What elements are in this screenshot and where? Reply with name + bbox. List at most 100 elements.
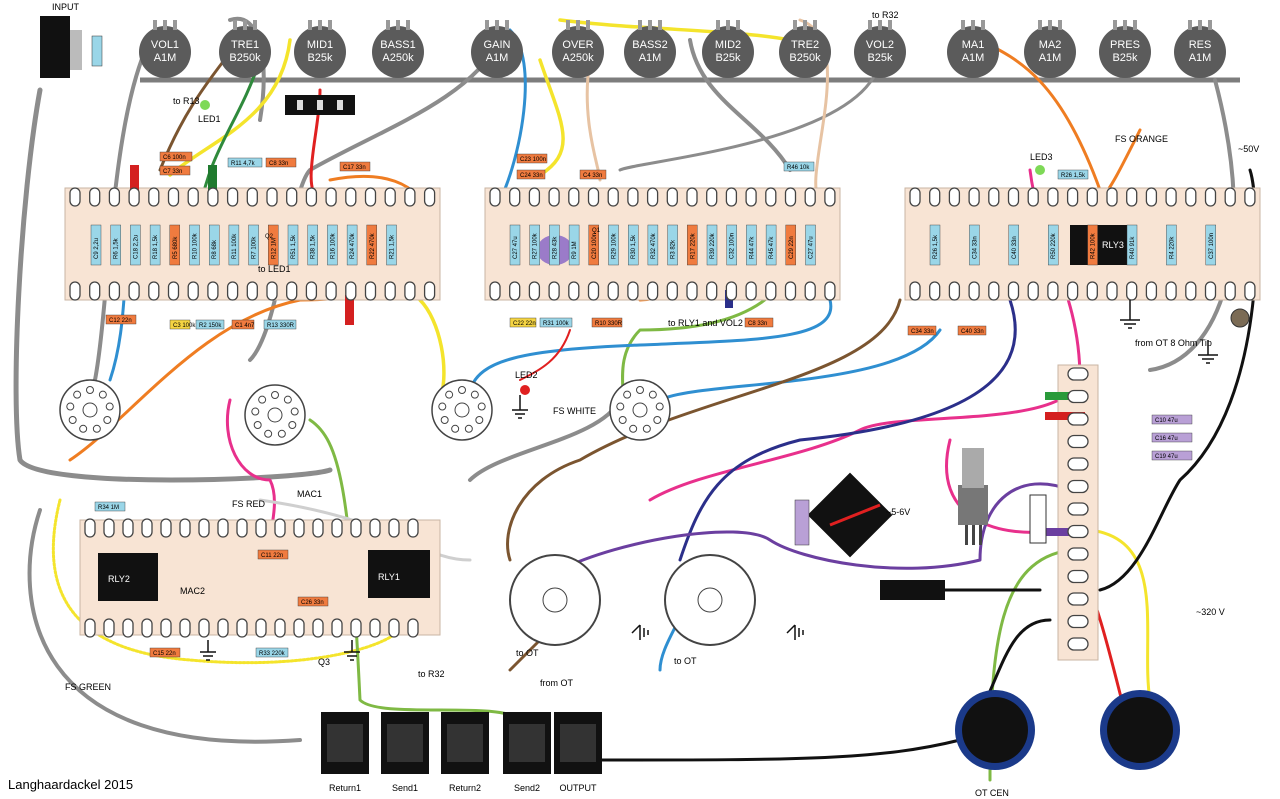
svg-text:R4 220k: R4 220k: [1169, 236, 1175, 259]
turret: [305, 187, 318, 207]
c34-cap: C34 33n: [907, 325, 937, 336]
turret: [607, 187, 619, 207]
turret: [384, 281, 396, 301]
credit: Langhaardackel 2015: [8, 777, 134, 792]
label-q1: Q1: [592, 228, 601, 234]
turret: [784, 281, 797, 301]
turret: [128, 281, 140, 301]
turret: [1067, 524, 1089, 539]
svg-text:C32 100n: C32 100n: [730, 233, 736, 259]
c1-cap: C1 4n7: [231, 319, 255, 330]
turret: [745, 281, 757, 301]
turret: [1066, 187, 1079, 207]
turret: [725, 281, 738, 301]
led1: [200, 100, 210, 110]
turret: [706, 187, 718, 207]
turret: [187, 281, 199, 301]
turret: [217, 618, 229, 638]
turret: [1185, 187, 1197, 207]
svg-text:R42 100k: R42 100k: [1091, 232, 1097, 259]
turrets: [69, 187, 1256, 651]
turret: [646, 281, 659, 301]
tube-sockets: [59, 379, 671, 446]
label-fs-red: FS RED: [232, 499, 266, 509]
bridge-rectifier: [807, 472, 893, 558]
turret: [388, 618, 400, 638]
pot-name: MA2: [1039, 39, 1062, 51]
pot-value: A250k: [382, 52, 414, 64]
label-to-ot-2: to OT: [674, 656, 697, 666]
component: R50 220k: [1047, 224, 1059, 266]
svg-text:C7 33n: C7 33n: [163, 169, 182, 175]
pot-name: BASS2: [632, 39, 667, 51]
component: C34 33n: [969, 224, 980, 266]
svg-text:R31 100k: R31 100k: [543, 321, 570, 327]
component: R51 1,5k: [287, 224, 299, 266]
svg-text:R21 1,5k: R21 1,5k: [390, 234, 396, 259]
turret: [207, 281, 219, 301]
turret: [187, 187, 199, 207]
component: C27 47u: [509, 224, 521, 266]
jack-send2: Send2: [503, 712, 551, 793]
svg-text:R17 220k: R17 220k: [690, 232, 696, 259]
pot-value: B250k: [229, 52, 261, 64]
turret: [528, 281, 541, 301]
pot-body: [779, 26, 831, 78]
turret: [246, 281, 258, 301]
pot-body: [552, 26, 604, 78]
c10-cap: C10 47u: [1151, 414, 1193, 425]
c23-cap: C23 100n: [516, 153, 548, 164]
svg-text:C37 100n: C37 100n: [1209, 233, 1215, 259]
turret: [89, 281, 101, 301]
svg-text:C4 33n: C4 33n: [583, 173, 602, 179]
turret: [108, 187, 121, 207]
turret: [325, 281, 337, 301]
jack-send1: Send1: [381, 712, 429, 793]
pot-value: A1M: [1039, 52, 1062, 64]
turret: [1067, 457, 1089, 471]
label-from-ot: from OT: [540, 678, 574, 688]
label-q3: Q3: [318, 657, 330, 667]
turret: [1126, 281, 1138, 301]
turret: [725, 187, 738, 207]
component: R26 1,5k: [929, 224, 941, 266]
turret: [1106, 281, 1118, 301]
pot-value: B250k: [789, 52, 821, 64]
component: R11 100k: [228, 224, 240, 266]
preamp-tube-socket-3: [431, 379, 493, 441]
svg-text:C10 47u: C10 47u: [1155, 418, 1178, 424]
turret: [236, 518, 248, 538]
svg-text:R46 10k: R46 10k: [787, 165, 810, 171]
turret: [1067, 547, 1089, 561]
turret: [305, 281, 318, 301]
component: R45 47k: [765, 224, 777, 266]
svg-text:R32 470k: R32 470k: [651, 232, 657, 259]
turret: [103, 618, 115, 638]
r34-resistor: R34 1M: [94, 501, 126, 512]
pot-name: MID1: [307, 39, 333, 51]
svg-text:R40 91k: R40 91k: [1130, 236, 1136, 259]
pot-body: [471, 26, 523, 78]
turret: [217, 518, 229, 538]
turret: [509, 281, 521, 301]
label-50v: ~50V: [1238, 144, 1259, 154]
c26-cap: C26 33n: [297, 596, 329, 607]
turret: [587, 187, 600, 207]
pot-value: A1M: [962, 52, 985, 64]
turret: [666, 281, 678, 301]
